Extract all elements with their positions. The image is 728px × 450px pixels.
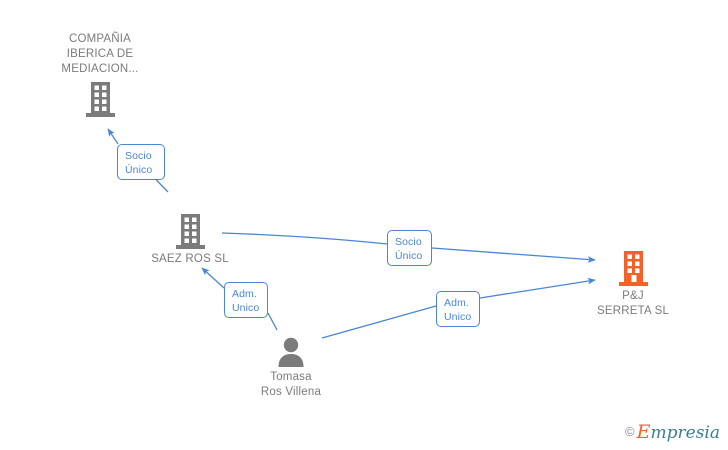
brand-name: mpresia [650, 423, 721, 443]
node-label-tomasa-ros-villena: Tomasa Ros Villena [260, 371, 322, 398]
watermark: ©Empresia [625, 422, 720, 444]
edge-line-saez-to-pj-left [221, 232, 388, 245]
edge-label-adm-unico-saez[interactable]: Adm. Unico [224, 282, 268, 318]
edge-line-tomasa-to-pj-left [321, 305, 437, 339]
building-icon [553, 249, 713, 287]
edge-arrow-tomasa-to-saez [201, 267, 225, 289]
brand-initial: E [636, 421, 651, 443]
node-label-pj-serreta: P&J SERRETA SL [596, 290, 670, 317]
edge-label-socio-unico-compania[interactable]: Socio Único [117, 144, 165, 180]
edge-arrow-saez-to-pj-right [431, 247, 596, 263]
building-icon [20, 80, 180, 118]
node-tomasa-ros-villena[interactable]: Tomasa Ros Villena [211, 336, 371, 400]
edge-arrow-saez-to-compania [107, 128, 119, 145]
node-label-saez-ros: SAEZ ROS SL [151, 253, 229, 265]
edge-label-socio-unico-pj[interactable]: Socio Único [387, 230, 432, 266]
edge-arrow-tomasa-to-pj-right [479, 277, 596, 299]
building-icon [110, 212, 270, 250]
edge-line-tomasa-to-saez [267, 312, 278, 331]
node-saez-ros[interactable]: SAEZ ROS SL [110, 212, 270, 267]
node-pj-serreta[interactable]: P&J SERRETA SL [553, 249, 713, 319]
node-compania-iberica[interactable]: COMPAÑIA IBERICA DE MEDIACION... [20, 32, 180, 118]
person-icon [211, 336, 371, 368]
node-label-compania-iberica: COMPAÑIA IBERICA DE MEDIACION... [61, 33, 139, 75]
edge-label-adm-unico-pj[interactable]: Adm. Unico [436, 291, 480, 327]
copyright-symbol: © [625, 424, 635, 439]
